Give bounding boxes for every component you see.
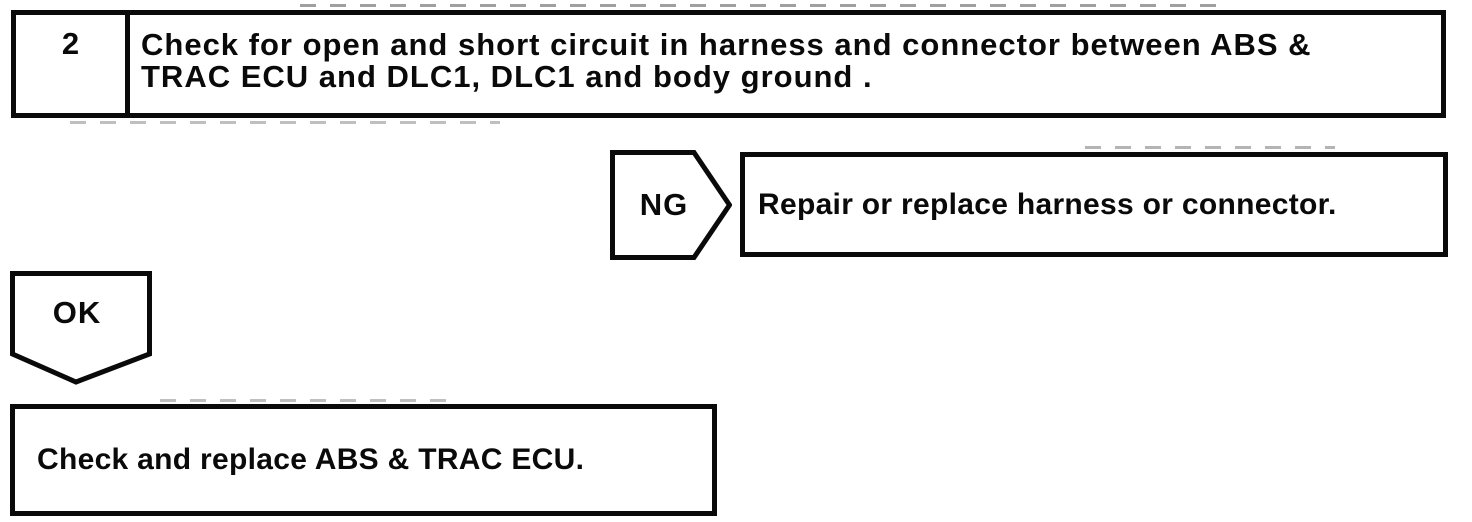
step-instruction-line2: TRAC ECU and DLC1, DLC1 and body ground … [141, 59, 873, 94]
step-number: 2 [61, 26, 80, 61]
step-instruction: Check for open and short circuit in harn… [130, 15, 1322, 113]
ok-connector-label: OK [52, 295, 102, 330]
scan-artifact [70, 121, 500, 124]
ng-connector-label: NG [639, 187, 689, 222]
ng-action-box: Repair or replace harness or connector. [740, 152, 1448, 257]
scan-artifact [300, 4, 1230, 7]
step-number-cell: 2 [16, 15, 130, 113]
ng-action-text: Repair or replace harness or connector. [758, 187, 1337, 221]
scan-artifact [160, 399, 460, 402]
scan-artifact [1085, 146, 1335, 149]
ok-action-text: Check and replace ABS & TRAC ECU. [37, 443, 585, 476]
ok-arrow-shape [10, 271, 152, 385]
step-box: 2 Check for open and short circuit in ha… [11, 10, 1446, 118]
step-instruction-line1: Check for open and short circuit in harn… [141, 27, 1312, 62]
ng-arrow-shape [610, 150, 732, 260]
ok-action-box: Check and replace ABS & TRAC ECU. [10, 404, 717, 516]
